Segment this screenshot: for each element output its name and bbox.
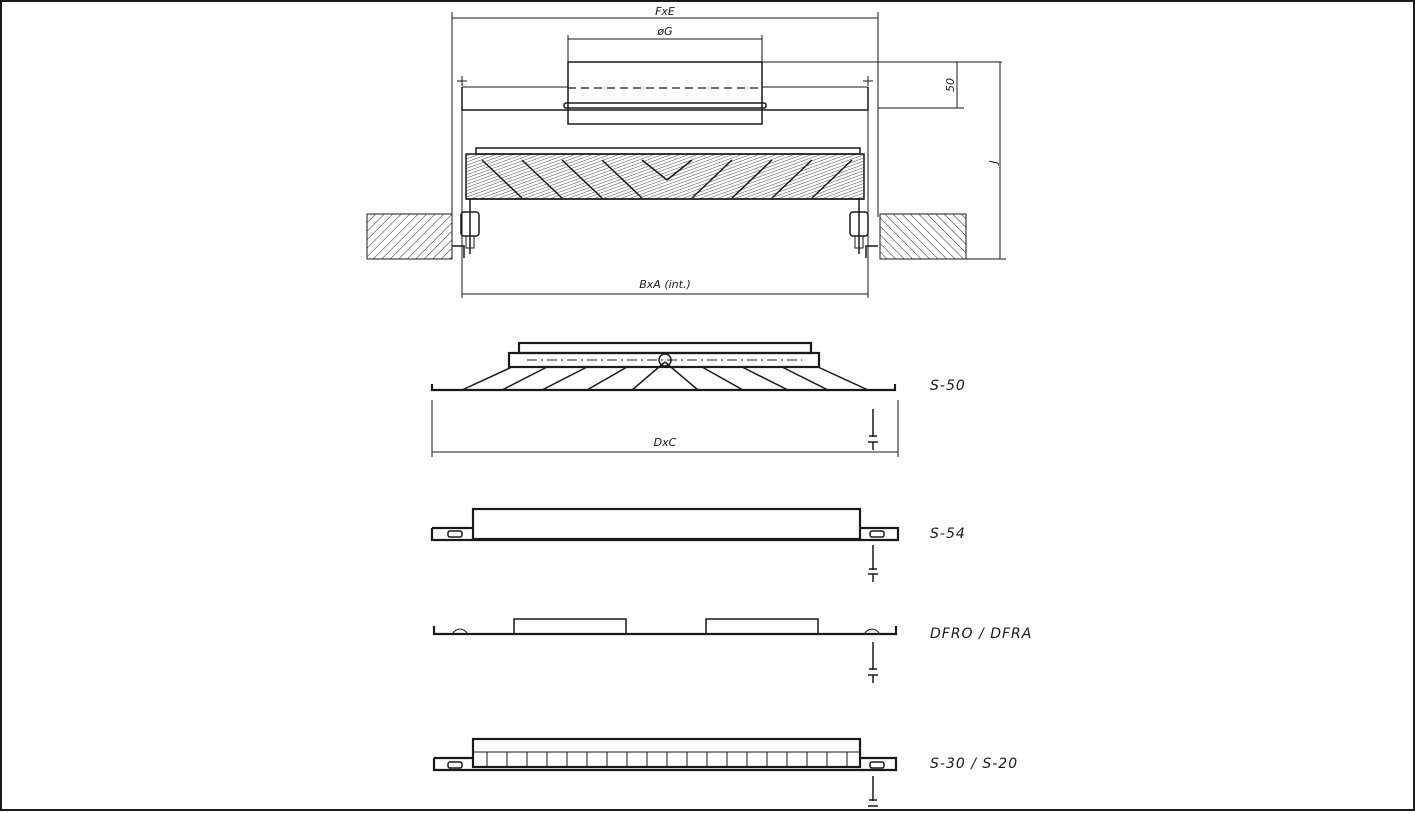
model-s54-drawing: S-54: [430, 507, 966, 582]
section-view: FxE øG 50 J: [366, 5, 1006, 298]
diffuser-blades: [465, 153, 865, 200]
model-s50-drawing: DxC S-50: [430, 341, 966, 457]
dim-label-fxe: FxE: [655, 5, 675, 18]
ceiling-left: [366, 213, 453, 260]
dim-label-j: J: [987, 160, 1000, 165]
model-label-dfro-dfra: DFRO / DFRA: [930, 626, 1032, 642]
model-s30-s20-drawing: S-30 / S-20: [432, 737, 1018, 807]
fixing-right: [849, 199, 869, 254]
dim-label-dxc: DxC: [654, 436, 677, 449]
ceiling-right: [879, 213, 967, 260]
model-label-s54: S-54: [930, 526, 966, 542]
model-dfro-dfra-drawing: DFRO / DFRA: [432, 618, 1032, 683]
model-label-s50: S-50: [930, 378, 966, 394]
dim-label-g: øG: [656, 25, 672, 38]
spigot-neck: [567, 61, 763, 125]
dim-label-50: 50: [944, 78, 957, 92]
dim-label-bxa: BxA (int.): [639, 278, 691, 291]
fixing-left: [460, 199, 480, 254]
model-label-s30-s20: S-30 / S-20: [930, 756, 1018, 772]
